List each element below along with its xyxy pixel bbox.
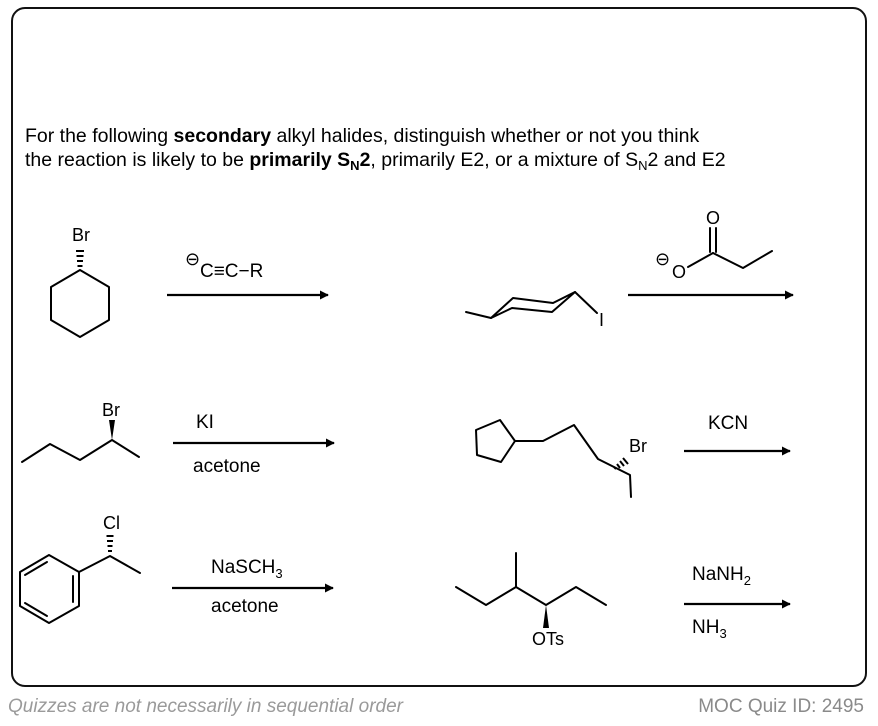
reagent-label: C≡C−R xyxy=(200,261,263,282)
condition-label: NH3 xyxy=(692,617,727,641)
reaction-1: Br ⊖ C≡C−R xyxy=(50,225,329,338)
hashed-wedge-bond xyxy=(76,250,84,267)
question-text: For the following secondary alkyl halide… xyxy=(25,125,726,173)
oxygen-minus: O xyxy=(672,262,686,282)
halide-label: Br xyxy=(102,400,120,420)
charge-symbol: ⊖ xyxy=(185,249,200,269)
reagent-label: NaSCH3 xyxy=(211,557,283,581)
cyclopentane-ring xyxy=(475,419,516,463)
halide-label: Cl xyxy=(103,513,120,533)
footer-note: Quizzes are not necessarily in sequentia… xyxy=(8,696,403,717)
reaction-2: I ⊖ O O xyxy=(465,208,794,330)
aromatic-bond-2 xyxy=(24,602,48,617)
methyl-bond xyxy=(465,311,492,319)
halide-label: I xyxy=(599,310,604,330)
pentane-chain xyxy=(21,439,140,463)
ethyl-chain xyxy=(712,250,773,269)
reagent-label: NaNH2 xyxy=(692,564,751,588)
aromatic-bond-3 xyxy=(24,561,48,576)
benzene-ring xyxy=(19,554,80,624)
solid-wedge-bond xyxy=(543,605,549,628)
o-c-bond xyxy=(687,252,714,268)
ethyl-chain xyxy=(78,555,141,574)
reaction-5: Cl NaSCH3 acetone xyxy=(19,513,334,624)
alkyl-chain xyxy=(455,586,607,606)
carbonyl-oxygen: O xyxy=(706,208,720,228)
charge-symbol: ⊖ xyxy=(655,249,670,269)
condition-label: acetone xyxy=(211,596,279,617)
leaving-group-label: OTs xyxy=(532,629,564,649)
chair-cyclohexane xyxy=(490,291,576,319)
reaction-4: Br KCN xyxy=(475,413,791,498)
halide-label: Br xyxy=(629,436,647,456)
quiz-id: MOC Quiz ID: 2495 xyxy=(698,696,864,717)
quiz-card xyxy=(11,7,867,687)
iodo-bond xyxy=(574,291,598,314)
hashed-wedge-bond xyxy=(106,535,114,552)
reaction-3: Br KI acetone xyxy=(21,400,335,477)
reagent-label: KI xyxy=(196,412,214,433)
alkyl-chain xyxy=(514,424,632,498)
hashed-wedge-bond xyxy=(613,457,629,470)
cyclohexane-ring xyxy=(50,269,110,338)
solid-wedge-bond xyxy=(109,420,115,440)
reaction-6: OTs NaNH2 NH3 xyxy=(455,552,791,649)
condition-label: acetone xyxy=(193,456,261,477)
reagent-label: KCN xyxy=(708,413,748,434)
halide-label: Br xyxy=(72,225,90,245)
